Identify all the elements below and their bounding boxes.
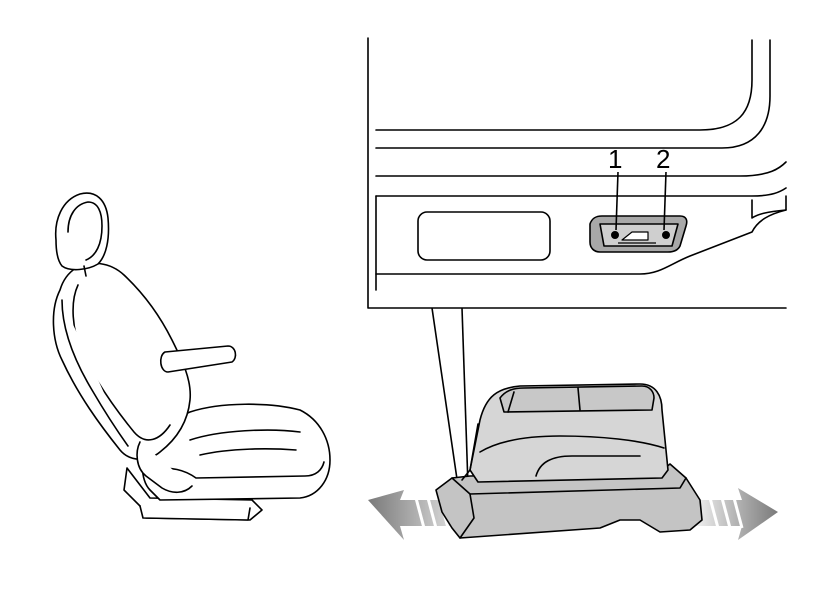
car-seat-illustration xyxy=(53,193,330,520)
trim-line-upper-2 xyxy=(376,40,770,148)
switch-button-2 xyxy=(663,232,669,238)
seat-rail-lower xyxy=(140,506,250,520)
trim-line-mid-2 xyxy=(376,188,786,196)
trim-lower-curve xyxy=(376,196,786,274)
console-top-bar xyxy=(500,386,654,412)
detail-frame xyxy=(368,38,786,308)
callout-label-1: 1 xyxy=(608,144,622,174)
console-seat-base xyxy=(436,384,702,538)
zoom-leaders xyxy=(432,308,468,486)
zoom-leader-left xyxy=(432,308,458,486)
trim-line-mid xyxy=(376,162,786,176)
switch-button-1 xyxy=(612,232,618,238)
trim-recess xyxy=(418,212,550,260)
zoom-leader-right xyxy=(462,308,468,486)
seat-slide-switch xyxy=(590,216,687,252)
detail-panel xyxy=(368,38,786,308)
trim-line-upper xyxy=(376,40,752,130)
callout-label-2: 2 xyxy=(656,144,670,174)
